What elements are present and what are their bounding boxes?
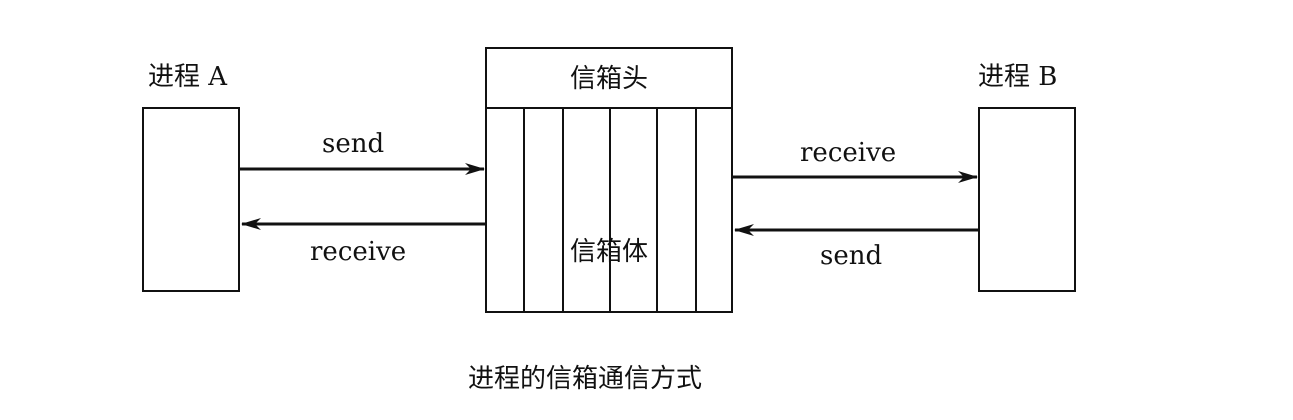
- send-label-a: send: [322, 129, 385, 159]
- mailbox-header-label: 信箱头: [569, 64, 648, 94]
- process-b-label: 进程 B: [978, 62, 1058, 92]
- mailbox-slot-divider: [523, 109, 525, 313]
- process-b-box: [978, 107, 1076, 292]
- mailbox-slot-divider: [609, 109, 611, 313]
- mailbox-body: 信箱体: [487, 109, 731, 313]
- mailbox-body-label: 信箱体: [569, 237, 648, 267]
- process-a-label: 进程 A: [148, 62, 228, 92]
- receive-label-b: receive: [800, 138, 897, 168]
- process-a-box: [142, 107, 240, 292]
- mailbox: 信箱头 信箱体: [485, 47, 733, 313]
- receive-label-a: receive: [310, 237, 407, 267]
- mailbox-slot-divider: [656, 109, 658, 313]
- figure-caption: 进程的信箱通信方式: [468, 364, 703, 394]
- mailbox-slot-divider: [695, 109, 697, 313]
- mailbox-slot-divider: [562, 109, 564, 313]
- mailbox-header: 信箱头: [487, 49, 731, 109]
- send-label-b: send: [820, 241, 883, 271]
